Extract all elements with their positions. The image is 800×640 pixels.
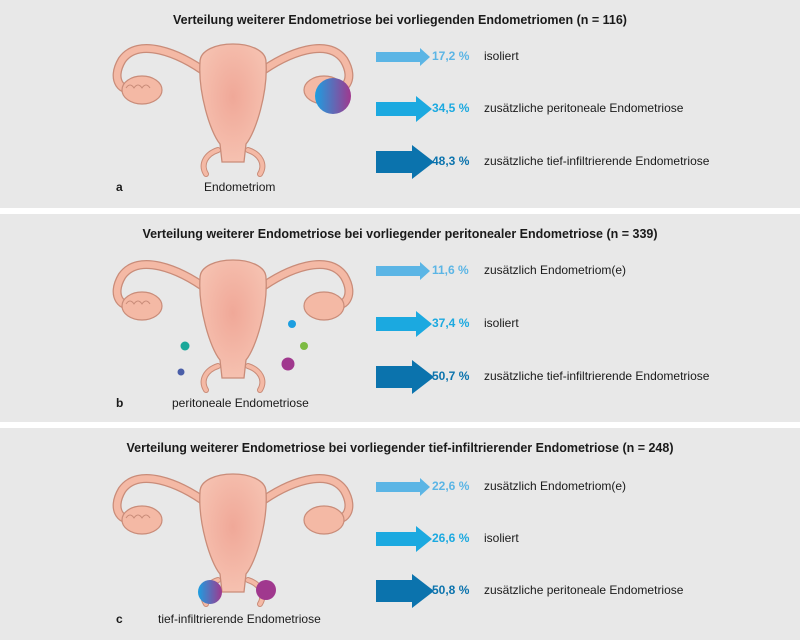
arrow-icon <box>376 478 430 496</box>
percentage: 34,5 % <box>432 101 470 115</box>
arrow-row: 17,2 % isoliert <box>376 40 796 74</box>
peritoneal-lesion <box>288 320 296 328</box>
arrow-icon <box>376 360 434 394</box>
uterus-caption: Endometriom <box>204 180 276 194</box>
peritoneal-lesion <box>300 342 308 350</box>
peritoneal-lesion <box>281 357 295 371</box>
percentage: 50,7 % <box>432 369 470 383</box>
panel-title: Verteilung weiterer Endometriose bei vor… <box>126 441 674 455</box>
description: zusätzlich Endometriom(e) <box>484 263 627 277</box>
arrow-icon <box>376 311 432 337</box>
description: zusätzliche peritoneale Endometriose <box>484 101 684 115</box>
arrow-icon <box>376 145 434 179</box>
arrow-icon <box>376 48 430 66</box>
uterus-caption: tief-infiltrierende Endometriose <box>158 612 321 626</box>
deep-infiltrating-lesion <box>198 580 222 604</box>
arrow-icon <box>376 574 434 608</box>
panel-b: Verteilung weiterer Endometriose bei vor… <box>0 214 800 422</box>
arrow-icon <box>376 262 430 280</box>
description: zusätzlich Endometriom(e) <box>484 479 627 493</box>
uterus-illustration <box>108 32 368 177</box>
uterus-illustration <box>108 248 368 393</box>
arrow-icon <box>376 96 432 122</box>
percentage: 26,6 % <box>432 531 470 545</box>
panel-c: Verteilung weiterer Endometriose bei vor… <box>0 428 800 640</box>
description: zusätzliche tief-infiltrierende Endometr… <box>484 369 710 383</box>
uterus-caption: peritoneale Endometriose <box>172 396 309 410</box>
description: isoliert <box>484 49 519 63</box>
arrow-row: 22,6 % zusätzlich Endometriom(e) <box>376 470 796 504</box>
arrow-row: 37,4 % isoliert <box>376 307 796 341</box>
description: zusätzliche peritoneale Endometriose <box>484 583 684 597</box>
endometrioma-lesion <box>315 78 351 114</box>
panel-letter: c <box>116 612 123 626</box>
description: zusätzliche tief-infiltrierende Endometr… <box>484 154 710 168</box>
description: isoliert <box>484 531 519 545</box>
deep-infiltrating-lesion <box>256 580 276 600</box>
percentage: 17,2 % <box>432 49 470 63</box>
panel-letter: b <box>116 396 124 410</box>
peritoneal-lesion <box>180 341 190 351</box>
arrow-row: 50,8 % zusätzliche peritoneale Endometri… <box>376 574 796 608</box>
panel-letter: a <box>116 180 123 194</box>
percentage: 50,8 % <box>432 583 470 597</box>
panel-title: Verteilung weiterer Endometriose bei vor… <box>173 13 627 27</box>
percentage: 22,6 % <box>432 479 470 493</box>
arrow-row: 11,6 % zusätzlich Endometriom(e) <box>376 254 796 288</box>
panel-a: Verteilung weiterer Endometriose bei vor… <box>0 0 800 208</box>
arrow-row: 34,5 % zusätzliche peritoneale Endometri… <box>376 92 796 126</box>
uterus-illustration <box>108 462 368 607</box>
panel-title: Verteilung weiterer Endometriose bei vor… <box>142 227 658 241</box>
percentage: 11,6 % <box>432 263 469 277</box>
arrow-row: 26,6 % isoliert <box>376 522 796 556</box>
percentage: 48,3 % <box>432 154 470 168</box>
arrow-row: 48,3 % zusätzliche tief-infiltrierende E… <box>376 145 796 179</box>
arrow-row: 50,7 % zusätzliche tief-infiltrierende E… <box>376 360 796 394</box>
percentage: 37,4 % <box>432 316 470 330</box>
description: isoliert <box>484 316 519 330</box>
arrow-icon <box>376 526 432 552</box>
peritoneal-lesion <box>177 368 185 376</box>
